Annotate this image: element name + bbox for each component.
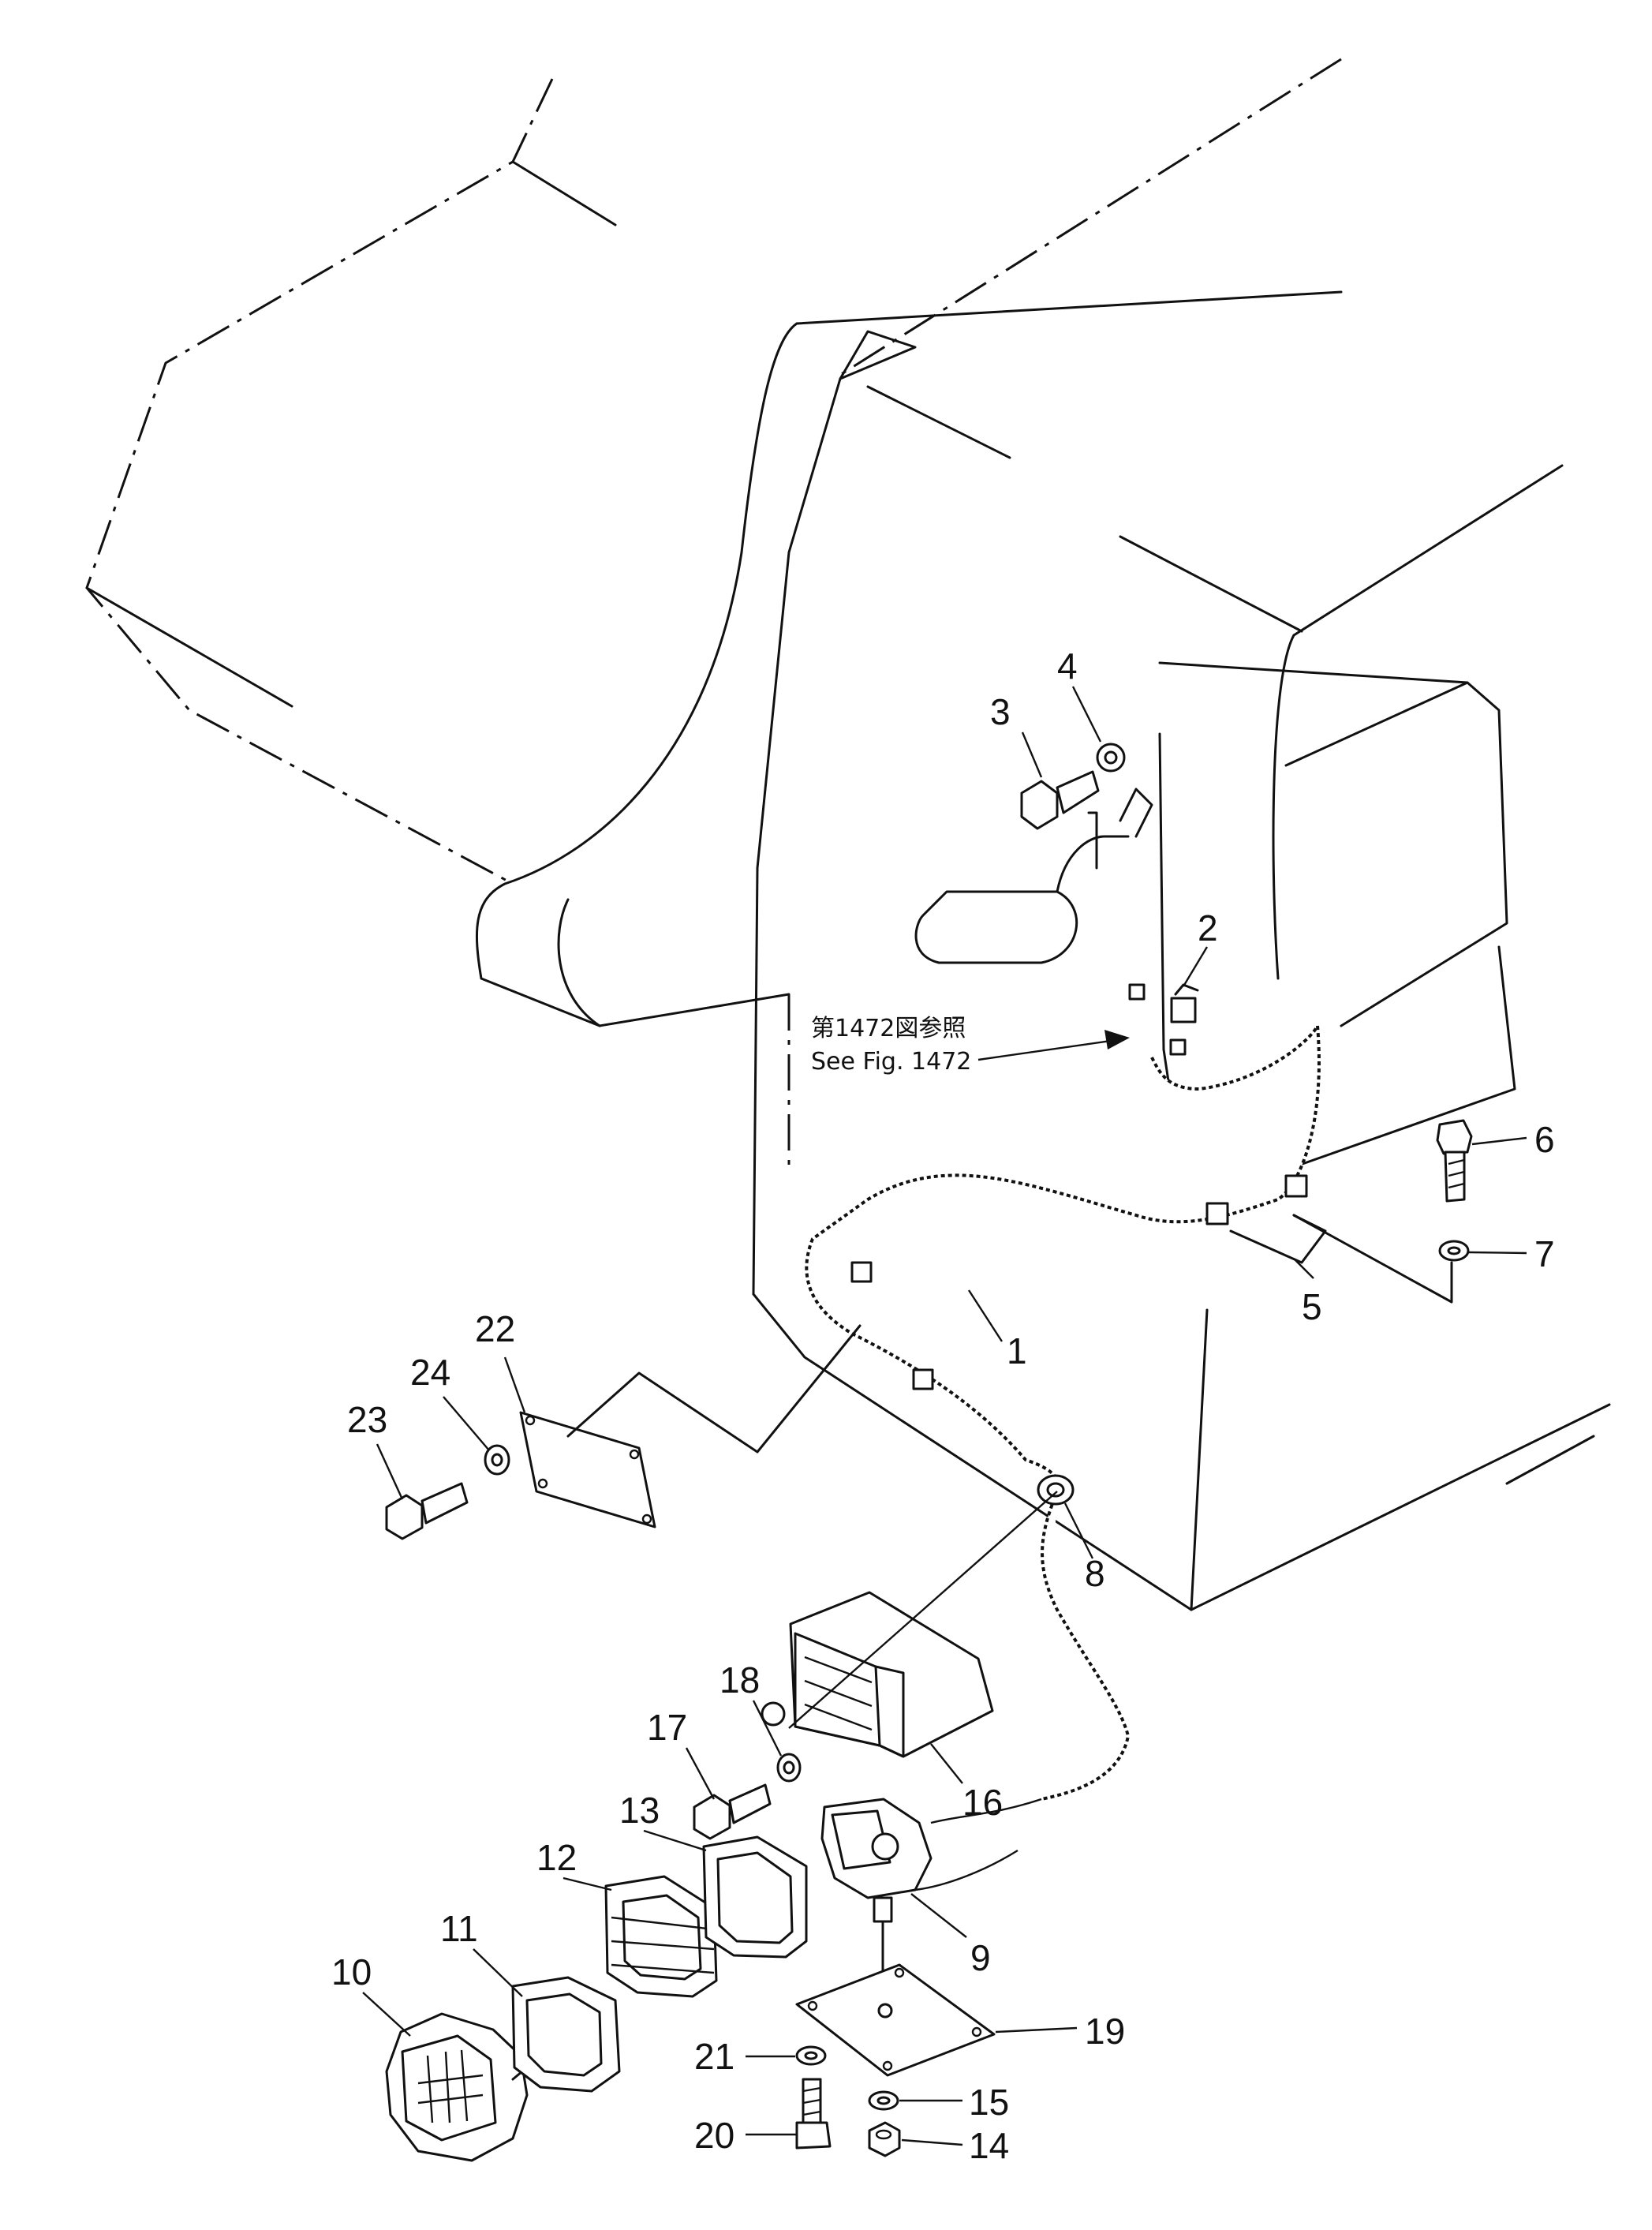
callout-1: 1: [1007, 1330, 1027, 1371]
reference-note-japanese: 第1472図参照: [811, 1015, 966, 1042]
part-17-bolt: [693, 1783, 772, 1840]
part-18-washer: [776, 1753, 802, 1783]
callout-21: 21: [694, 2036, 734, 2077]
callout-12: 12: [536, 1837, 577, 1878]
callout-2: 2: [1198, 907, 1218, 948]
part-2-relay: [1128, 983, 1199, 1056]
part-3-bolt: [1020, 770, 1100, 830]
machine-body-outline: [85, 58, 1611, 1611]
part-6-bolt: [1436, 1119, 1473, 1203]
part-22-cover-plate: [519, 1324, 862, 1528]
callout-23: 23: [347, 1399, 387, 1440]
part-21-washer: [795, 2045, 827, 2066]
callout-5: 5: [1302, 1286, 1322, 1327]
callout-17: 17: [647, 1707, 687, 1748]
part-8-grommet: [1037, 1474, 1075, 1506]
part-12-seal: [604, 1875, 718, 1998]
part-14-nut: [868, 2121, 901, 2157]
part-9-lamp: [820, 1798, 1018, 2014]
part-5-bracket: [1229, 1214, 1327, 1264]
part-4-washer: [1096, 743, 1126, 773]
callout-13: 13: [619, 1790, 660, 1831]
reference-note-english: See Fig. 1472: [811, 1048, 971, 1076]
part-20-bolt: [795, 2078, 832, 2150]
callout-3: 3: [990, 691, 1011, 732]
callout-14: 14: [969, 2125, 1009, 2166]
callout-22: 22: [475, 1308, 515, 1349]
callout-8: 8: [1085, 1553, 1105, 1594]
callout-18: 18: [719, 1659, 760, 1701]
callout-16: 16: [962, 1782, 1003, 1823]
part-13-gasket: [702, 1835, 808, 1959]
part-11-frame: [511, 1976, 621, 2093]
callout-24: 24: [410, 1352, 450, 1393]
callout-4: 4: [1057, 645, 1078, 687]
part-24-washer: [484, 1444, 510, 1476]
part-23-bolt: [385, 1482, 469, 1540]
part-19-plate: [795, 1963, 996, 2077]
callout-10: 10: [331, 1951, 372, 1992]
part-16-guard: [761, 1491, 1058, 1758]
callout-20: 20: [694, 2115, 734, 2156]
callout-6: 6: [1534, 1119, 1555, 1160]
callout-labels: 1 2 3 4 5 6 7 8 9 10 11 12 13 14 15 16 1…: [331, 645, 1555, 2166]
callout-19: 19: [1085, 2011, 1125, 2052]
wiring-harness: [805, 1020, 1321, 1824]
callout-9: 9: [970, 1937, 991, 1978]
callout-11: 11: [440, 1908, 478, 1949]
part-15-washer: [868, 2090, 899, 2111]
part-7-washer: [1292, 1214, 1470, 1304]
callout-7: 7: [1534, 1233, 1555, 1274]
leader-lines: [362, 686, 1527, 2146]
part-10-lamp-front: [385, 2012, 529, 2162]
callout-15: 15: [969, 2082, 1009, 2123]
